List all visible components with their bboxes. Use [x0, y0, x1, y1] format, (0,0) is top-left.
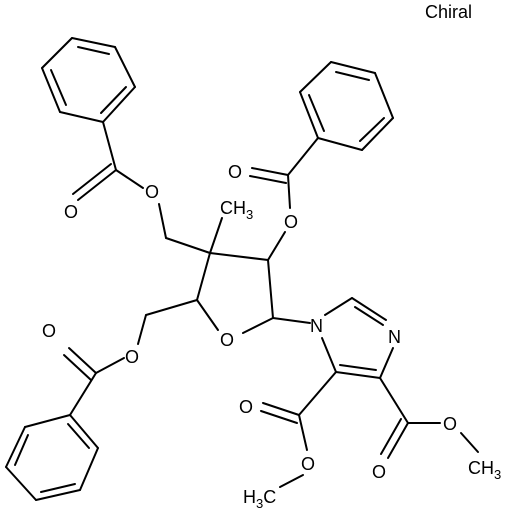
atom-n1: N: [310, 316, 323, 336]
atom-o: O: [125, 347, 139, 367]
methyl-label: CH3: [468, 458, 501, 482]
atom-o: O: [228, 162, 242, 182]
benzene-ring-top-right: [299, 61, 394, 151]
furanose-ring: O: [196, 252, 274, 350]
atom-n3: N: [388, 327, 401, 347]
methyl-label: H3C: [243, 487, 276, 511]
atom-o: O: [64, 202, 78, 222]
atom-o: O: [284, 212, 298, 232]
atom-o: O: [443, 414, 457, 434]
benzene-ring-bottom-left: [5, 414, 99, 501]
ring-oxygen: O: [220, 330, 234, 350]
atom-o: O: [301, 454, 315, 474]
chirality-label: Chiral: [425, 2, 472, 22]
methyl-label: CH3: [220, 198, 253, 222]
atom-o: O: [145, 182, 159, 202]
atom-o: O: [372, 462, 386, 482]
benzene-ring-top-left: [41, 37, 136, 123]
atom-o: O: [42, 321, 56, 341]
atom-o: O: [239, 397, 253, 417]
imidazole-ring: N N: [310, 297, 401, 379]
